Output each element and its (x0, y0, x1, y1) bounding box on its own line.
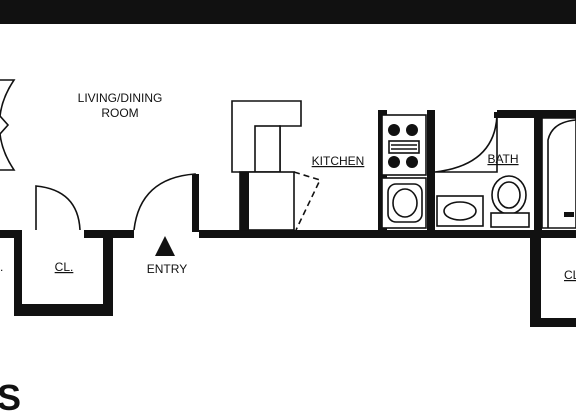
closet-label-right: CL (564, 268, 576, 282)
corner-glyph: S (0, 377, 21, 412)
bath-left-wall (427, 110, 435, 232)
bath-sink-icon (436, 195, 484, 227)
living-dining-label-2: ROOM (101, 106, 138, 120)
closet-label-far-left: . (0, 260, 3, 274)
toilet-icon (490, 175, 530, 228)
left-double-door (0, 79, 16, 171)
top-wall (0, 0, 576, 24)
bath-label: BATH (487, 152, 518, 166)
kitchen-cabinets (231, 100, 322, 231)
entry-door-leaf (192, 174, 199, 232)
bath-door-hinge (494, 112, 500, 118)
entry-arrow-icon (155, 236, 175, 256)
kitchen-sink-icon (381, 177, 427, 229)
kitchen-label: KITCHEN (312, 154, 365, 168)
closet-label-left: CL. (55, 260, 74, 274)
entry-label: ENTRY (147, 262, 187, 276)
right-closet-walls (530, 230, 576, 327)
stove-icon (381, 114, 427, 176)
main-wall (0, 230, 576, 238)
bathtub-icon (534, 112, 576, 232)
left-closet-walls (14, 185, 113, 316)
living-dining-label-1: LIVING/DINING (78, 91, 163, 105)
entry-door-swing (133, 173, 196, 231)
